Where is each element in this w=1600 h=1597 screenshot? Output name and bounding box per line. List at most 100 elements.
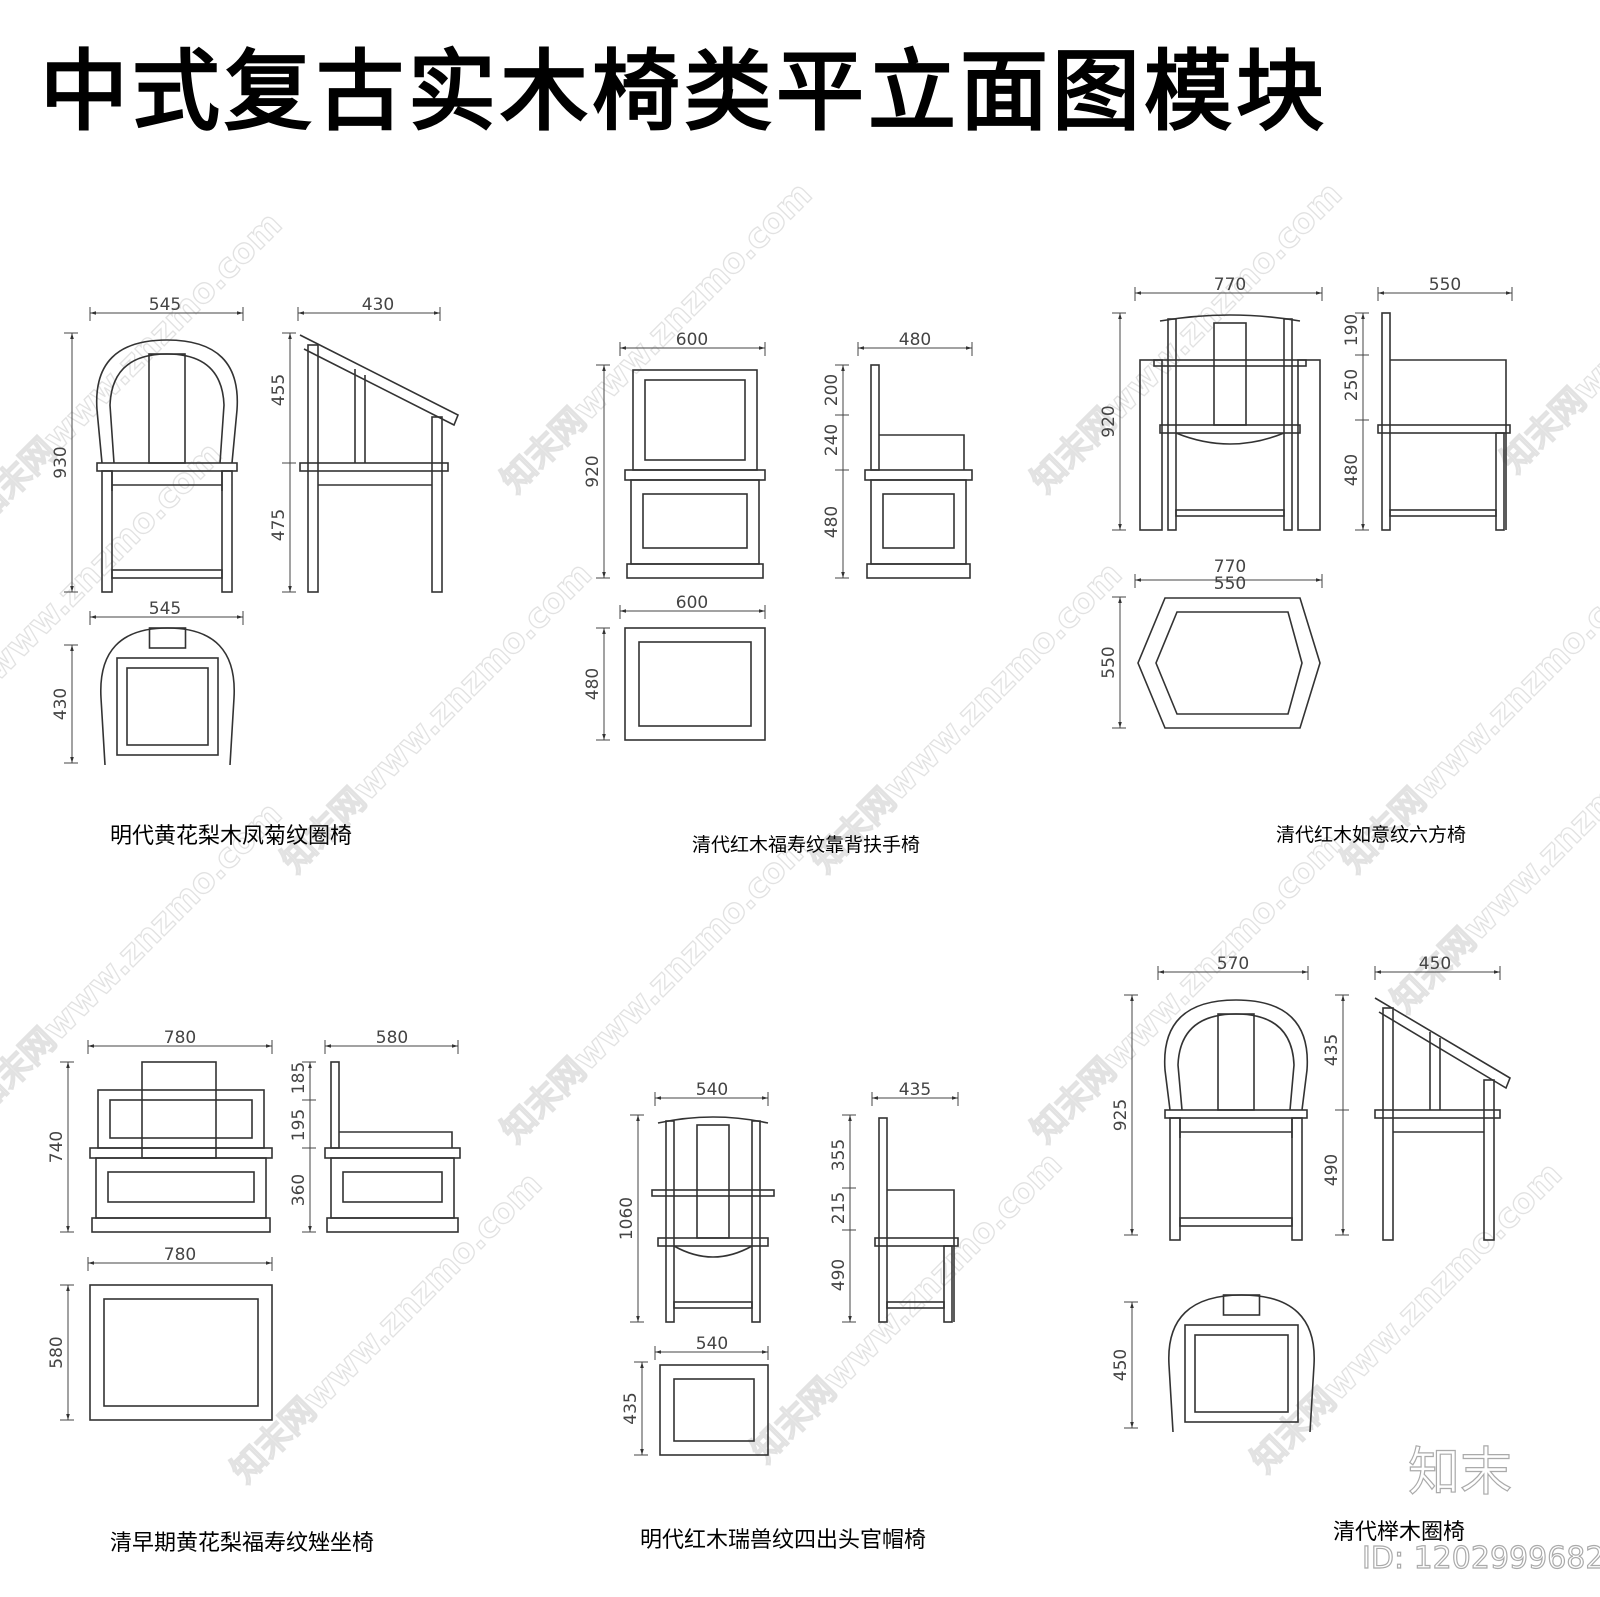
base-panel [107, 1171, 255, 1203]
base-panel [642, 493, 748, 549]
dimension-label: 435 [621, 1392, 641, 1424]
stretcher [673, 1301, 753, 1309]
apron [111, 471, 223, 491]
dimension-label: 550 [1099, 646, 1119, 678]
dimension-label: 355 [829, 1139, 849, 1171]
seat [324, 1147, 461, 1159]
dimension-label: 240 [822, 424, 842, 456]
arm [1153, 359, 1307, 367]
foot [326, 1217, 459, 1233]
seat [89, 1147, 273, 1159]
rear-post [665, 1120, 675, 1323]
base [630, 479, 760, 565]
back-center-panel [141, 1061, 217, 1159]
arm [879, 434, 965, 470]
apron [1175, 432, 1285, 445]
back-rail [95, 339, 239, 464]
dimension-label: 360 [289, 1174, 309, 1206]
arm [1390, 359, 1507, 530]
dimension-label: 435 [899, 1080, 931, 1100]
dimension-label: 215 [829, 1192, 849, 1224]
seat [1377, 424, 1511, 434]
back-splat [1217, 1013, 1255, 1111]
stretcher [1389, 509, 1497, 517]
dimension-label: 930 [51, 446, 71, 478]
front-leg [943, 1245, 953, 1323]
back-post [870, 364, 880, 471]
arm [651, 1189, 775, 1197]
arm-rail [1374, 997, 1511, 1090]
back-splat [696, 1124, 730, 1239]
stretcher [1179, 1217, 1293, 1227]
leg [1291, 1117, 1303, 1241]
seat-plan [624, 627, 766, 741]
dimension-label: 550 [1214, 574, 1246, 594]
watermark-text: 知末网www.znzmo.com [494, 174, 820, 500]
seat-panel [126, 667, 209, 746]
apron [1179, 1118, 1293, 1138]
rear-post [878, 1117, 888, 1323]
hex-panel [1155, 611, 1303, 715]
dimension-label: 545 [149, 599, 181, 619]
seat-plan [89, 1284, 273, 1421]
dimension-label: 475 [269, 509, 289, 541]
back-post [330, 1061, 340, 1149]
watermark-text: 知末网www.znzmo.com [1024, 174, 1350, 500]
rear-leg [307, 344, 319, 593]
seat [299, 462, 449, 472]
dimension-label: 250 [1342, 369, 1362, 401]
hex-seat [1137, 597, 1321, 729]
base [870, 479, 967, 565]
caption-chair-2: 清代红木福寿纹靠背扶手椅 [692, 834, 921, 856]
dimension-label: 550 [1429, 275, 1461, 295]
seat-panel [103, 1298, 259, 1407]
dimension-label: 920 [1099, 405, 1119, 437]
base-panel [342, 1171, 443, 1203]
armrest-post [1139, 359, 1163, 531]
seat-panel [673, 1378, 755, 1442]
dimension-label: 770 [1214, 557, 1246, 577]
leg [1169, 1117, 1181, 1241]
dimension-label: 570 [1217, 954, 1249, 974]
dimension-label: 480 [1342, 454, 1362, 486]
dimension-label: 780 [164, 1028, 196, 1048]
rear-post [751, 1120, 761, 1323]
seat-plan [659, 1364, 769, 1456]
dimension-label: 580 [47, 1336, 67, 1368]
dimension-label: 455 [269, 374, 289, 406]
rear-post [1381, 312, 1391, 531]
dimension-label: 435 [1322, 1034, 1342, 1066]
dimension-label: 770 [1214, 275, 1246, 295]
caption-chair-6: 清代榉木圈椅 [1333, 1520, 1466, 1545]
front-leg [431, 416, 443, 593]
arm [887, 1189, 955, 1322]
dimension-label: 195 [289, 1109, 309, 1141]
seat [864, 469, 973, 481]
dimension-label: 430 [362, 295, 394, 315]
front-leg [1495, 432, 1505, 531]
rear-leg [1382, 1007, 1394, 1241]
caption-chair-4: 清早期黄花梨福寿纹矬坐椅 [110, 1531, 375, 1556]
caption-chair-1: 明代黄花梨木凤菊纹圈椅 [110, 824, 353, 849]
foot [91, 1217, 271, 1233]
dimension-label: 185 [289, 1062, 309, 1094]
stretcher [1175, 509, 1285, 517]
back-frame [632, 369, 758, 471]
dimension-label: 480 [822, 506, 842, 538]
leg [101, 470, 113, 593]
watermark-text: 知末网www.znzmo.com [494, 824, 820, 1150]
dimension-label: 540 [696, 1080, 728, 1100]
seat-panel [1194, 1334, 1289, 1413]
front-leg [1483, 1079, 1495, 1241]
seat-panel [638, 641, 752, 727]
leg [221, 470, 233, 593]
seat [1374, 1109, 1501, 1119]
seat [657, 1237, 769, 1247]
dimension-label: 490 [829, 1259, 849, 1291]
base-panel [882, 493, 955, 549]
base [95, 1157, 267, 1219]
arm [339, 1131, 453, 1148]
dimension-label: 780 [164, 1245, 196, 1265]
back-splat [354, 369, 366, 463]
